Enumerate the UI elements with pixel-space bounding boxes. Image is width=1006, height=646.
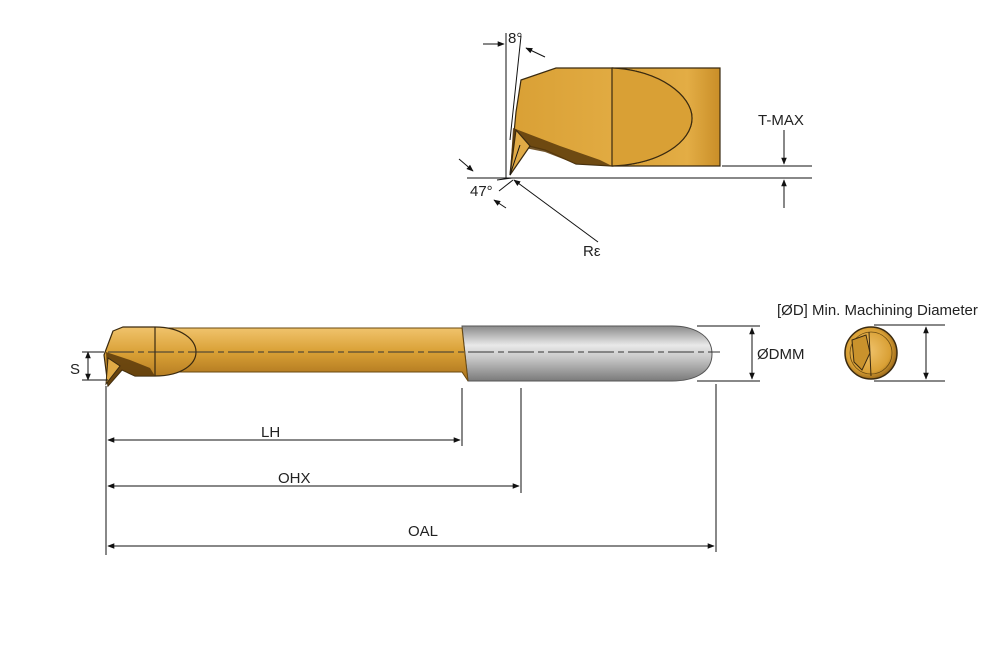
- side-flute: [106, 352, 155, 386]
- corner-radius-label: Rε: [583, 243, 601, 260]
- s-label: S: [70, 361, 80, 378]
- min-diameter-label: [ØD] Min. Machining Diameter: [777, 302, 978, 319]
- oal-label: OAL: [408, 523, 438, 540]
- side-view: S LH OHX OAL ØDMM: [70, 325, 805, 555]
- carbide-shank: [461, 325, 713, 382]
- top-view: 8° 47° Rε T-MAX: [458, 30, 812, 260]
- side-tip: [105, 357, 121, 386]
- top-flute: [510, 128, 612, 175]
- top-ellipse: [611, 67, 693, 167]
- end-view: [ØD] Min. Machining Diameter: [777, 302, 978, 382]
- end-insert: [851, 334, 871, 371]
- gold-neck: [154, 327, 469, 382]
- angle-top-label: 8°: [508, 30, 522, 47]
- dmm-label: ØDMM: [757, 346, 805, 363]
- angle-bottom-label: 47°: [470, 183, 493, 200]
- t-max-label: T-MAX: [758, 112, 804, 129]
- top-tip: [509, 128, 531, 176]
- lh-label: LH: [261, 424, 280, 441]
- ohx-label: OHX: [278, 470, 311, 487]
